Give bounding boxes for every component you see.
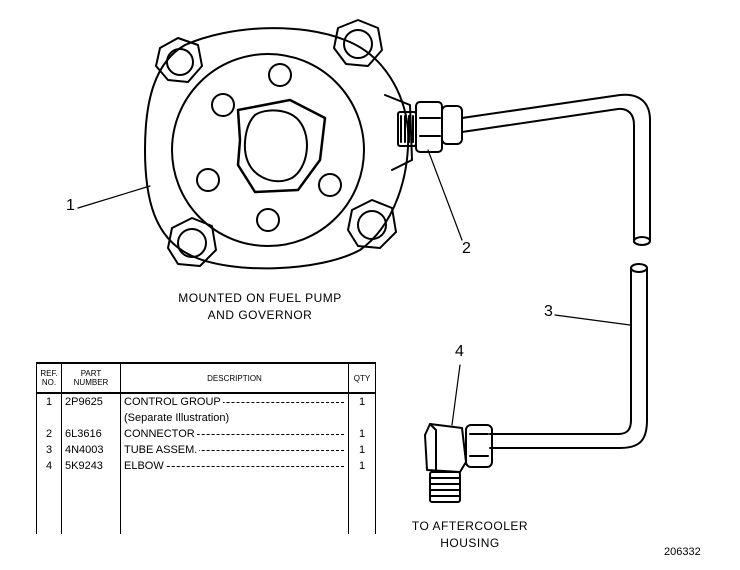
leader-line-4 (451, 364, 461, 426)
description-text: ELBOW (124, 460, 166, 472)
connector-part (397, 101, 463, 153)
ref-cell: 1 (36, 393, 62, 410)
description-cell: CONTROL GROUP (120, 393, 349, 410)
header-qty: QTY (348, 362, 376, 394)
ref-cell: 2 (36, 426, 62, 442)
qty-cell: 1 (348, 442, 376, 458)
callout-2: 2 (462, 240, 471, 257)
control-group-part (144, 19, 413, 270)
header-ref-line: NO. (41, 378, 57, 387)
ref-cell: 3 (36, 442, 62, 458)
bolt-head (333, 19, 383, 67)
table-row: 3 4N4003 TUBE ASSEM. 1 (36, 442, 376, 458)
elbow-part (424, 423, 493, 503)
table-row: 1 2P9625 CONTROL GROUP 1 (36, 393, 376, 410)
aftercooler-caption-line: TO AFTERCOOLER (411, 519, 529, 533)
part-cell: 2P9625 (61, 393, 121, 410)
leader-line-3 (554, 314, 631, 326)
header-part-line: NUMBER (73, 378, 109, 387)
table-row: 4 5K9243 ELBOW 1 (36, 458, 376, 474)
part-cell: 5K9243 (61, 458, 121, 474)
leader-line-1 (77, 185, 151, 209)
part-cell: 4N4003 (61, 442, 121, 458)
aftercooler-caption: TO AFTERCOOLER HOUSING (400, 518, 540, 552)
tube-lower-segment (489, 263, 648, 449)
qty-cell: 1 (348, 426, 376, 442)
part-cell: 6L3616 (61, 426, 121, 442)
tube-upper-segment (461, 93, 651, 246)
figure-number: 206332 (664, 546, 701, 558)
description-text: CONTROL GROUP (124, 396, 223, 408)
aftercooler-caption-line: HOUSING (440, 536, 500, 550)
table-row: (Separate Illustration) (36, 410, 376, 426)
bolt-head (155, 37, 203, 83)
description-cell: TUBE ASSEM. (120, 442, 349, 458)
callout-1: 1 (66, 197, 75, 214)
leader-line-2 (427, 149, 463, 241)
ref-cell: 4 (36, 458, 62, 474)
bolt-head (167, 217, 217, 267)
mount-caption-line: AND GOVERNOR (207, 308, 313, 322)
header-description: DESCRIPTION (120, 362, 349, 394)
description-cell: CONNECTOR (120, 426, 349, 442)
description-text: CONNECTOR (124, 428, 197, 440)
header-ref-line: REF. (40, 369, 58, 378)
bolt-head (347, 199, 397, 249)
description-text: TUBE ASSEM. (124, 444, 200, 456)
qty-cell: 1 (348, 393, 376, 410)
description-note: (Separate Illustration) (120, 410, 349, 426)
header-ref: REF.NO. (36, 362, 62, 394)
mount-caption: MOUNTED ON FUEL PUMP AND GOVERNOR (170, 290, 350, 324)
callout-3: 3 (544, 303, 553, 320)
mount-caption-line: MOUNTED ON FUEL PUMP (178, 291, 342, 305)
callout-4: 4 (455, 343, 464, 360)
header-part-line: PART (80, 369, 102, 378)
qty-cell: 1 (348, 458, 376, 474)
table-spacer-row (36, 474, 376, 534)
table-row: 2 6L3616 CONNECTOR 1 (36, 426, 376, 442)
description-cell: ELBOW (120, 458, 349, 474)
